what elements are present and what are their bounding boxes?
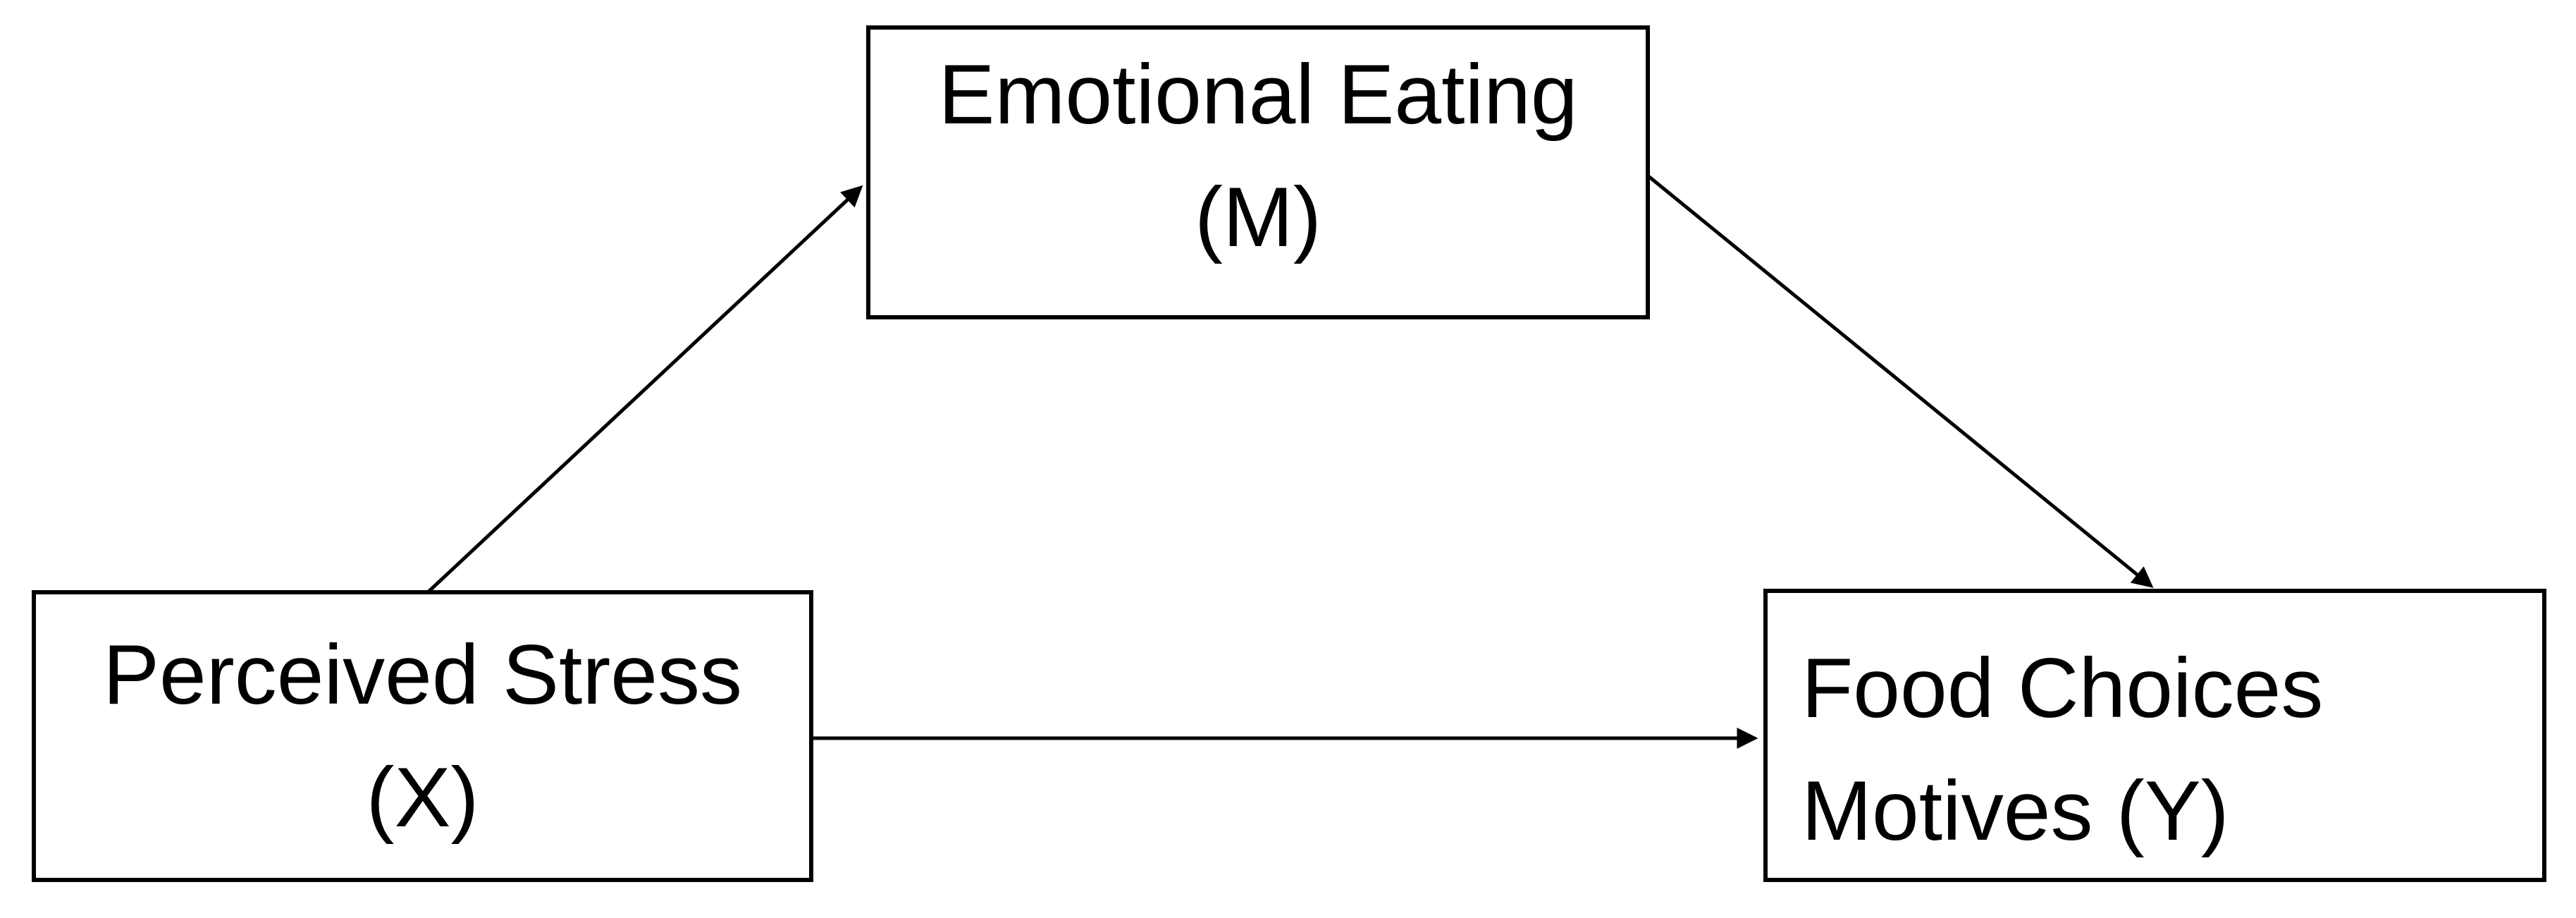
node-mediator-box: Emotional Eating (M) [866, 25, 1650, 319]
arrow-x-to-m [426, 185, 863, 594]
node-predictor-label-line2: (X) [366, 750, 479, 845]
node-predictor-box: Perceived Stress (X) [32, 590, 813, 882]
node-outcome-label-line2: Motives (Y) [1801, 764, 2229, 858]
node-outcome-label-line1: Food Choices [1801, 641, 2324, 735]
node-mediator-label-line1: Emotional Eating [938, 47, 1578, 142]
node-mediator-label-line2: (M) [1195, 169, 1321, 264]
arrow-m-to-y [1647, 175, 2154, 588]
node-predictor-label-line1: Perceived Stress [102, 628, 743, 722]
node-outcome-box: Food Choices Motives (Y) [1763, 589, 2546, 882]
